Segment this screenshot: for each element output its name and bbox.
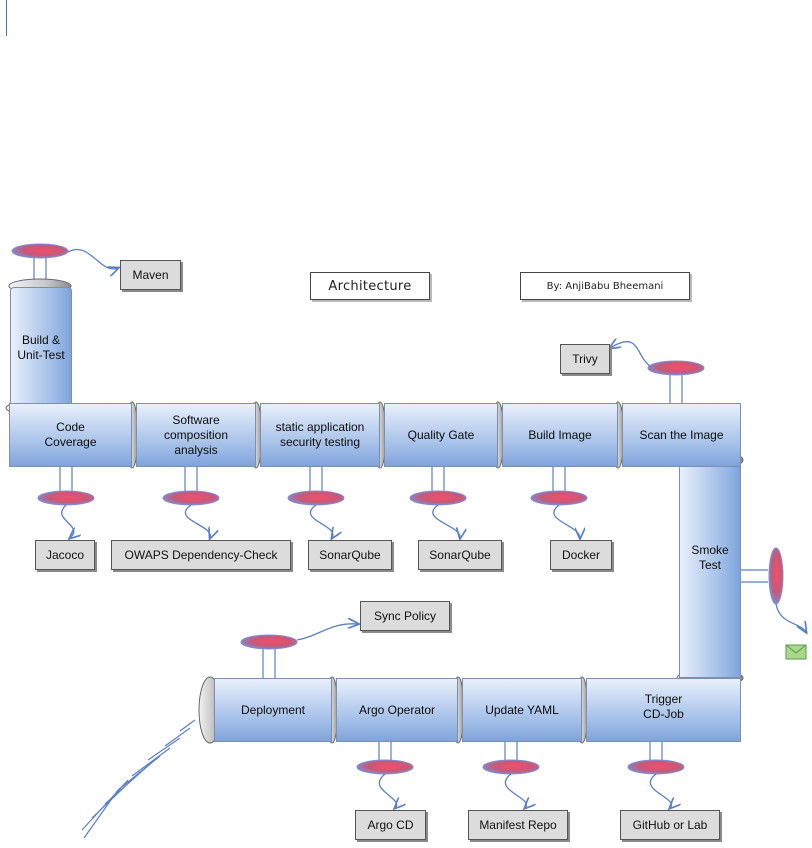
tool-sonarqube-sast-label: SonarQube: [319, 548, 381, 562]
tool-docker-label: Docker: [561, 548, 600, 562]
valve-stems: [33, 255, 768, 766]
tool-argo-cd: Argo CD: [355, 810, 426, 840]
stage-sast: static application security testing: [260, 403, 380, 467]
tool-github-lab: GitHub or Lab: [620, 810, 720, 840]
stage-sast-label: static application security testing: [275, 420, 365, 449]
tool-owasp: OWAPS Dependency-Check: [111, 540, 291, 570]
stage-build-unit-test: Build & Unit-Test: [10, 287, 72, 409]
stage-deployment-label: Deployment: [240, 702, 306, 717]
tool-maven: Maven: [120, 260, 181, 290]
stage-quality-gate: Quality Gate: [384, 403, 498, 467]
stage-quality-gate-label: Quality Gate: [407, 427, 475, 442]
tool-argo-cd-label: Argo CD: [367, 818, 414, 832]
valve-build-image: [530, 490, 588, 506]
tool-github-lab-label: GitHub or Lab: [632, 818, 708, 832]
edge-mark: [6, 0, 7, 36]
tool-trivy-label: Trivy: [572, 352, 598, 366]
valve-trigger-cd: [627, 759, 685, 775]
stage-argo-operator-label: Argo Operator: [358, 702, 436, 717]
valve-argo-operator: [356, 759, 414, 775]
stage-smoke-test-label: Smoke Test: [691, 543, 729, 572]
valve-sca: [162, 490, 220, 506]
tool-sonarqube-quality-gate: SonarQube: [418, 540, 502, 570]
mail-icon: [785, 644, 807, 660]
author-credit: By: AnjiBabu Bheemani: [520, 272, 690, 300]
tool-trivy: Trivy: [560, 344, 610, 374]
stage-code-coverage: Code Coverage: [9, 403, 132, 467]
tool-sync-policy: Sync Policy: [360, 601, 450, 631]
valve-quality-gate: [409, 490, 467, 506]
stage-update-yaml-label: Update YAML: [485, 702, 559, 717]
stage-software-composition-label: Software composition analysis: [163, 412, 229, 457]
stage-argo-operator: Argo Operator: [336, 678, 458, 742]
stage-deployment: Deployment: [214, 678, 332, 742]
tool-sonarqube-sast: SonarQube: [308, 540, 392, 570]
tool-jacoco-label: Jacoco: [45, 548, 85, 562]
tool-sync-policy-label: Sync Policy: [373, 609, 437, 623]
valve-update-yaml: [482, 759, 540, 775]
stage-trigger-cd: Trigger CD-Job: [586, 678, 741, 742]
valve-scan-image: [647, 360, 705, 376]
stage-update-yaml: Update YAML: [462, 678, 582, 742]
pipe-joints: [5, 278, 744, 744]
valve-deployment: [240, 634, 298, 650]
tool-manifest-repo: Manifest Repo: [468, 810, 568, 840]
stage-build-image-label: Build Image: [528, 427, 592, 442]
stage-trigger-cd-label: Trigger CD-Job: [643, 692, 684, 721]
valve-build: [11, 243, 69, 259]
tool-owasp-label: OWAPS Dependency-Check: [124, 548, 278, 562]
tool-manifest-repo-label: Manifest Repo: [479, 818, 557, 832]
tool-sonarqube-quality-gate-label: SonarQube: [429, 548, 491, 562]
stage-smoke-test: Smoke Test: [679, 462, 741, 678]
stage-code-coverage-label: Code Coverage: [44, 420, 97, 449]
diagram-title-text: Architecture: [328, 278, 412, 294]
stage-build-image: Build Image: [502, 403, 618, 467]
tool-jacoco: Jacoco: [35, 540, 95, 570]
outflow-strokes: [81, 719, 196, 839]
tool-docker: Docker: [550, 540, 612, 570]
stage-build-unit-test-label: Build & Unit-Test: [17, 333, 65, 362]
author-credit-text: By: AnjiBabu Bheemani: [546, 280, 664, 292]
stage-scan-image-label: Scan the Image: [639, 427, 724, 442]
valve-code-coverage: [37, 490, 95, 506]
valve-smoke-test: [768, 547, 784, 605]
stage-software-composition: Software composition analysis: [136, 403, 256, 467]
stage-scan-image: Scan the Image: [622, 403, 741, 467]
arrows: [61, 248, 806, 808]
valve-sast: [287, 490, 345, 506]
tool-maven-label: Maven: [132, 268, 169, 282]
diagram-title: Architecture: [310, 272, 430, 300]
